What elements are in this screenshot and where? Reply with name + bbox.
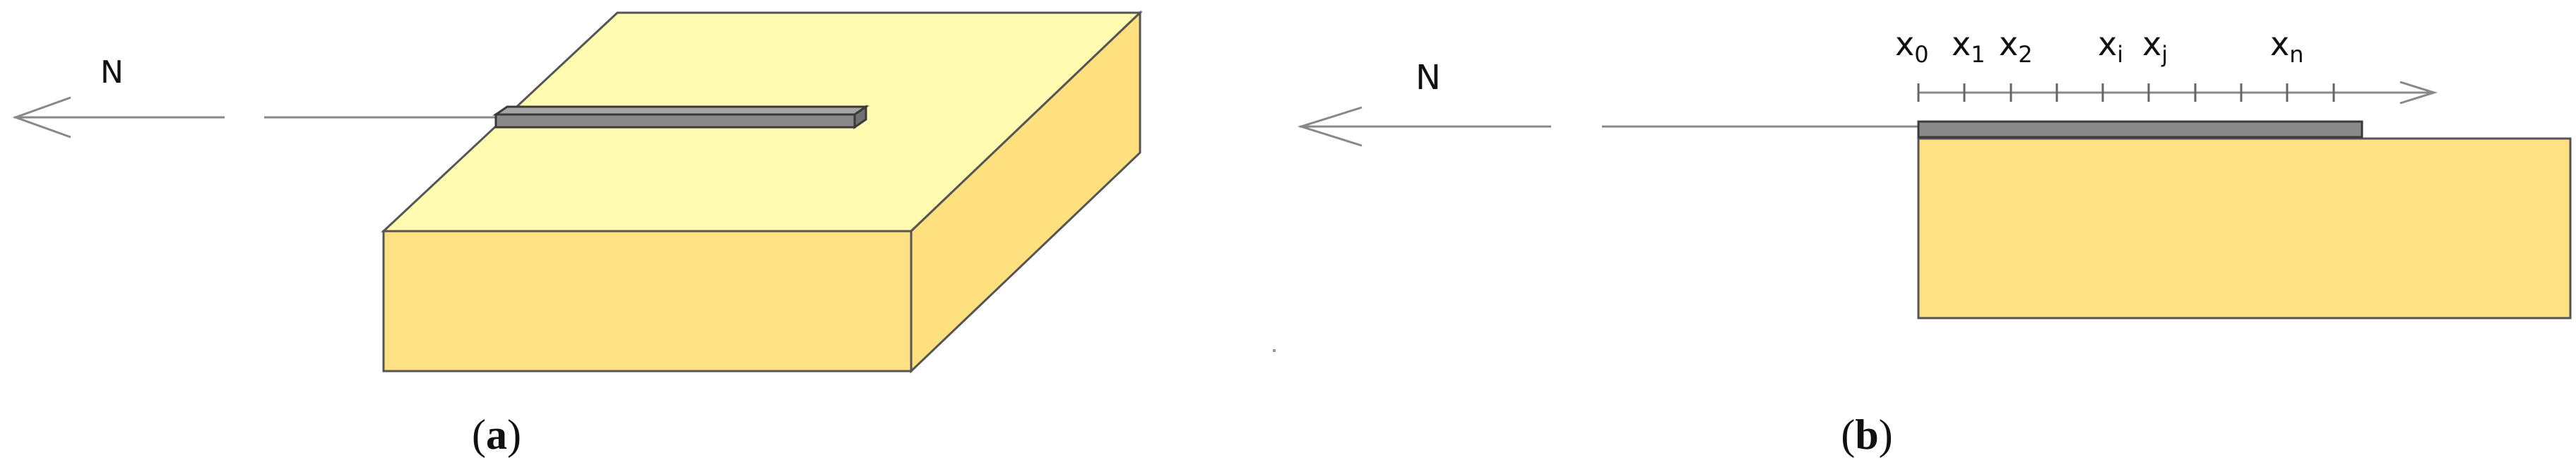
stray-dot: [1273, 349, 1276, 352]
bonded-strip-a-front: [494, 113, 856, 129]
caption-a-letter: a: [486, 411, 507, 458]
axis-label-x1-base: x: [1952, 25, 1971, 63]
axis-label-x2-base: x: [1999, 25, 2018, 63]
axis-label-x0: x0: [1895, 25, 1929, 68]
axis-label-x1: x1: [1952, 25, 1986, 68]
caption-b-letter: b: [1855, 411, 1878, 458]
axis-label-x2-sub: 2: [2018, 41, 2032, 68]
force-arrow-a-arrowhead: [12, 96, 71, 139]
axis-label-x1-sub: 1: [1971, 41, 1985, 68]
x-axis-labels: x0 x1 x2 xi xj xn: [1895, 25, 2304, 68]
caption-b-open: (: [1841, 411, 1855, 458]
axis-label-xn-sub: n: [2289, 41, 2303, 68]
force-label-a: N: [100, 54, 124, 90]
x-axis: [1917, 81, 2438, 105]
axis-label-xi-base: x: [2098, 25, 2117, 63]
caption-a-open: (: [472, 411, 486, 458]
axis-label-xj: xj: [2142, 25, 2168, 68]
block-section: [1917, 137, 2572, 319]
x-axis-ticks: [1917, 83, 2335, 102]
bonded-strip-b: [1917, 120, 2363, 139]
caption-b: (b): [1841, 411, 1892, 458]
force-label-b: N: [1415, 58, 1441, 98]
block-3d: [381, 10, 1143, 374]
caption-a: (a): [472, 411, 521, 458]
panel-a: N (a): [12, 10, 1143, 458]
axis-label-x0-sub: 0: [1914, 41, 1928, 68]
force-arrow-b: [1297, 106, 1918, 147]
axis-label-xj-base: x: [2142, 25, 2161, 63]
axis-label-xn: xn: [2270, 25, 2304, 68]
bonded-strip-a-top: [492, 105, 869, 116]
force-arrow-b-arrowhead: [1297, 106, 1363, 147]
x-axis-arrowhead: [2399, 81, 2438, 105]
axis-label-xi-sub: i: [2117, 41, 2123, 68]
caption-b-close: ): [1879, 411, 1893, 458]
axis-label-x0-base: x: [1895, 25, 1914, 63]
bonded-strip-a: [492, 105, 869, 129]
axis-label-x2: x2: [1999, 25, 2033, 68]
force-arrow-a: [12, 96, 499, 139]
axis-label-xj-sub: j: [2161, 41, 2168, 68]
block-front-face: [382, 230, 913, 373]
caption-a-close: ): [507, 411, 521, 458]
axis-label-xi: xi: [2098, 25, 2123, 68]
axis-label-xn-base: x: [2270, 25, 2289, 63]
bonded-strip-a-end: [853, 105, 867, 129]
panel-b: N x0 x1 x2: [1297, 25, 2572, 458]
